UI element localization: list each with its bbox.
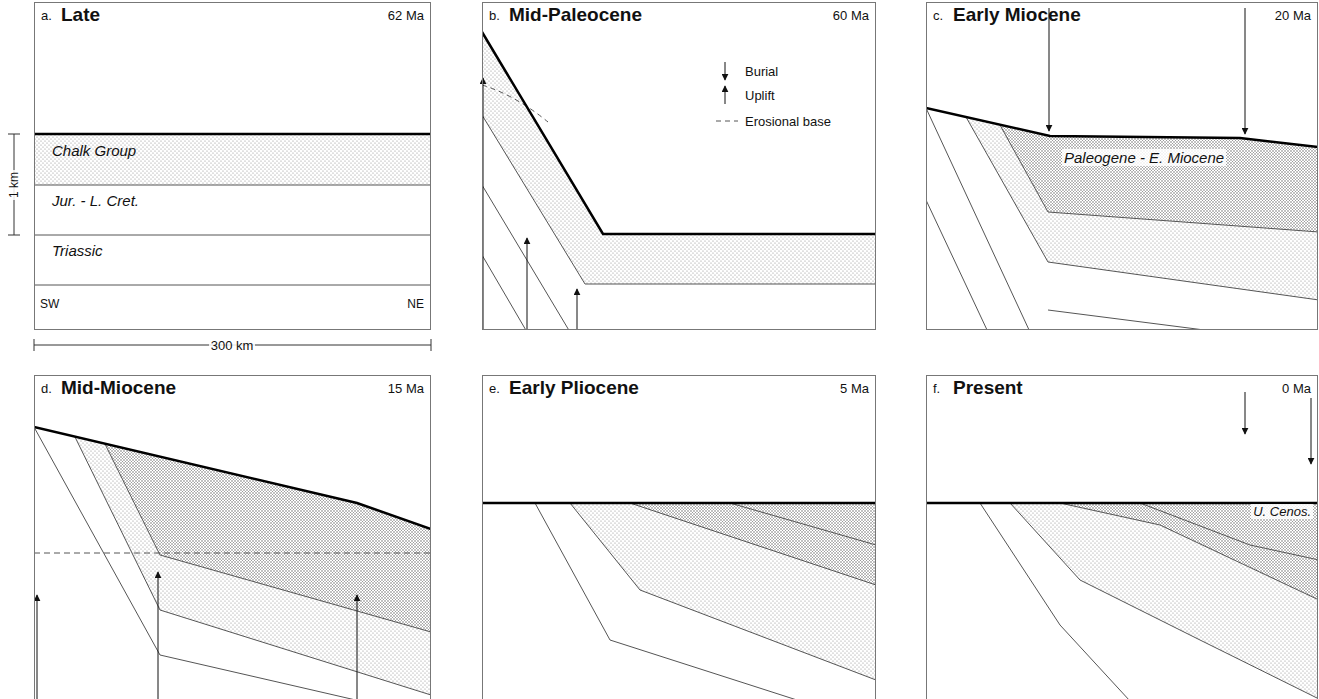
- panel-title: Early Pliocene: [509, 377, 639, 399]
- panel-letter: e.: [489, 381, 500, 396]
- panel-letter: c.: [933, 8, 943, 23]
- panel-age: 62 Ma: [388, 8, 424, 23]
- panel-title: Early Miocene: [953, 4, 1081, 26]
- panel-age: 20 Ma: [1275, 8, 1311, 23]
- panel-title: Mid-Paleocene: [509, 4, 642, 26]
- unit-label: U. Cenos.: [1251, 504, 1313, 519]
- panel-age: 0 Ma: [1282, 381, 1311, 396]
- panel-letter: b.: [489, 8, 500, 23]
- direction-label: SW: [40, 297, 59, 311]
- panel-frame: a. Late 62 Ma: [34, 2, 431, 330]
- legend-text: Erosional base: [745, 114, 831, 129]
- legend-text: Uplift: [745, 88, 775, 103]
- unit-label: Paleogene - E. Miocene: [1062, 149, 1226, 166]
- panel-title: Mid-Miocene: [61, 377, 176, 399]
- scale-label: 1 km: [7, 170, 21, 200]
- panel-title: Late: [61, 4, 100, 26]
- panel-letter: a.: [41, 8, 52, 23]
- unit-label: Triassic: [52, 242, 103, 259]
- scale-label: 300 km: [209, 338, 256, 353]
- panel-age: 5 Ma: [840, 381, 869, 396]
- panel-title: Present: [953, 377, 1023, 399]
- panel-frame: b. Mid-Paleocene 60 Ma: [482, 2, 876, 330]
- panel-frame: d. Mid-Miocene 15 Ma: [34, 375, 431, 699]
- panel-age: 60 Ma: [833, 8, 869, 23]
- panel-age: 15 Ma: [388, 381, 424, 396]
- legend-text: Burial: [745, 64, 778, 79]
- unit-label: Jur. - L. Cret.: [52, 192, 139, 209]
- panel-letter: d.: [41, 381, 52, 396]
- panel-letter: f.: [933, 381, 940, 396]
- panel-frame: c. Early Miocene 20 Ma: [926, 2, 1318, 330]
- panel-frame: e. Early Pliocene 5 Ma: [482, 375, 876, 699]
- panel-frame: f. Present 0 Ma: [926, 375, 1318, 699]
- unit-label: Chalk Group: [52, 142, 136, 159]
- direction-label: NE: [407, 297, 424, 311]
